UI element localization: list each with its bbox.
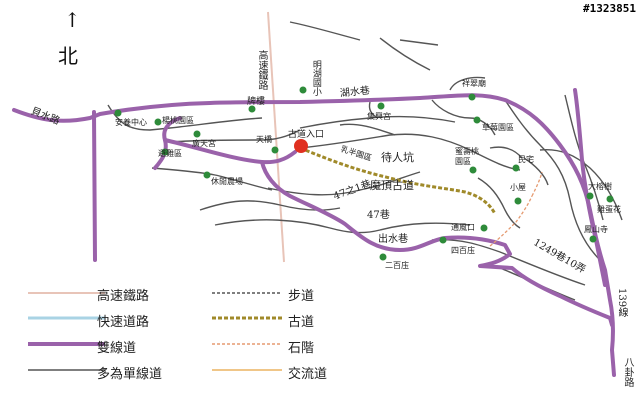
road-label-dairen: 待人坑	[381, 151, 414, 164]
label-xiuxian: 休閒農場	[211, 177, 243, 186]
label-dashu: 大榕樹	[588, 182, 612, 191]
north-arrow-icon: ↑	[64, 8, 81, 32]
legend-ancient-trail: 古道	[288, 315, 315, 330]
north-label: 北	[58, 44, 78, 68]
single-lane-roads	[107, 21, 623, 301]
label-xiaowu: 小屋	[510, 183, 526, 192]
label-fengshan: 鳳山寺	[584, 225, 608, 234]
label-hsr: 高速鐵路	[256, 50, 267, 90]
label-trail-entrance: 古道入口	[288, 130, 325, 140]
label-minghu-school: 明湖國小	[310, 60, 321, 96]
road-label-mojing: 魔頂古道	[370, 179, 414, 192]
stone-steps	[489, 171, 543, 247]
label-caomei: 草莓園區	[482, 123, 514, 132]
legend-stone-steps: 石階	[288, 341, 315, 356]
label-sibai: 四百庒	[451, 246, 475, 255]
label-jixing: 集興宮	[367, 112, 391, 121]
label-minzhai: 民宅	[518, 155, 534, 164]
legend-footpath: 步道	[288, 289, 315, 304]
north-indicator: ↑ 北	[54, 8, 84, 68]
poi-markers	[114, 86, 614, 261]
trail-entrance-marker	[294, 139, 308, 153]
label-pailou: 牌樓	[247, 97, 266, 107]
road-label-chushui: 出水巷	[378, 234, 408, 245]
ancient-trail	[299, 146, 497, 215]
legend-single-lane: 多為單線道	[97, 367, 163, 382]
label-yangtao: 楊桃園區	[162, 116, 194, 125]
legend-interchange: 交流道	[288, 367, 328, 382]
image-id-tag: #1323851	[583, 2, 636, 15]
legend-hsr: 高速鐵路	[97, 289, 150, 304]
legend-expressway: 快速道路	[97, 315, 150, 330]
label-erbai: 二百庒	[385, 261, 409, 270]
label-tianqiao: 天橋	[256, 135, 272, 144]
label-guangtian: 廣天宮	[192, 139, 216, 148]
road-label-bagua: 八卦路	[622, 357, 633, 387]
label-mishou: 蜜壽桃園區	[455, 147, 479, 167]
legend-double-lane: 雙線道	[97, 341, 137, 356]
label-jidan: 雞蛋花	[597, 205, 621, 214]
road-label-lane47: 47巷	[367, 210, 390, 221]
label-anyi: 安養中心	[115, 118, 147, 127]
label-bishu: 避難區	[158, 149, 182, 158]
road-label-139: 139線	[616, 288, 627, 318]
label-tongfeng: 通風口	[451, 223, 475, 232]
label-jixiang: 祥翠廟	[462, 79, 486, 88]
legend-samples	[28, 292, 282, 371]
